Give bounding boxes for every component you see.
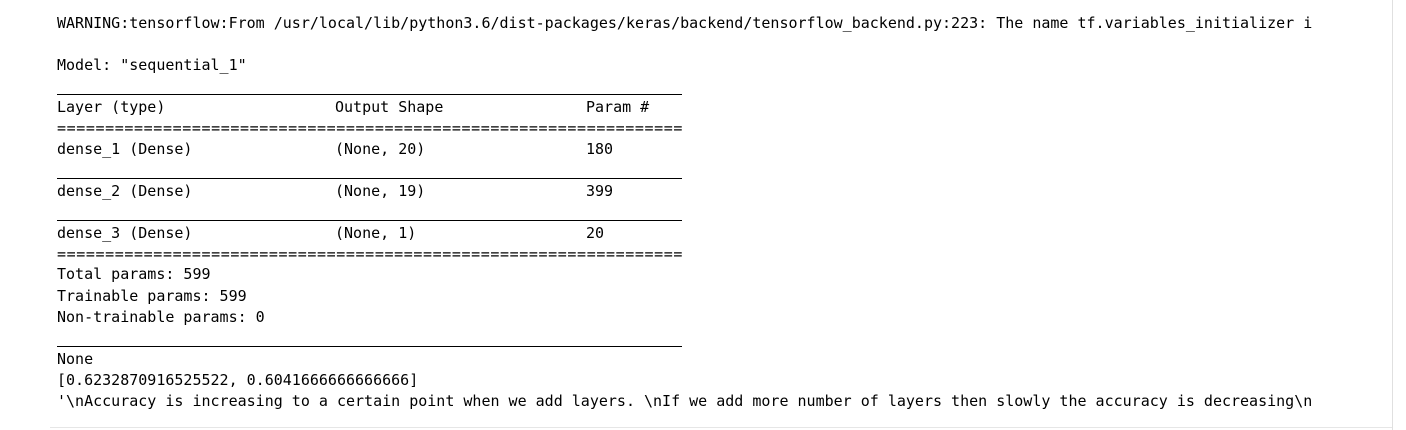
row-2-shape: (None, 19)	[335, 182, 426, 200]
row-1-params: 180	[586, 140, 614, 158]
row-3-params: 20	[586, 224, 605, 242]
row-2-layer: dense_2 (Dense)	[57, 182, 193, 200]
header-output-shape: Output Shape	[335, 98, 444, 116]
summary-top-rule	[57, 94, 682, 95]
right-gutter	[1393, 0, 1406, 430]
scores-output-line: [0.6232870916525522, 0.6041666666666666]	[57, 371, 419, 389]
row-1-rule	[57, 178, 682, 179]
output-bottom-border	[50, 427, 1392, 428]
trainable-params-line: Trainable params: 599	[57, 287, 247, 305]
row-3-shape: (None, 1)	[335, 224, 417, 242]
row-2-rule	[57, 220, 682, 221]
total-params-line: Total params: 599	[57, 265, 211, 283]
row-1-layer: dense_1 (Dense)	[57, 140, 193, 158]
output-right-border	[1392, 0, 1393, 430]
model-name-line: Model: "sequential_1"	[57, 56, 247, 74]
footer-equals-rule: ========================================…	[57, 245, 683, 263]
header-equals-rule: ========================================…	[57, 119, 683, 137]
header-layer-type: Layer (type)	[57, 98, 166, 116]
text-output-line: '\nAccuracy is increasing to a certain p…	[57, 392, 1313, 410]
non-trainable-params-line: Non-trainable params: 0	[57, 308, 265, 326]
summary-bottom-rule	[57, 346, 682, 347]
header-param-count: Param #	[586, 98, 650, 116]
row-3-layer: dense_3 (Dense)	[57, 224, 193, 242]
none-output-line: None	[57, 350, 94, 368]
row-2-params: 399	[586, 182, 614, 200]
tensorflow-warning-line: WARNING:tensorflow:From /usr/local/lib/p…	[57, 14, 1313, 32]
row-1-shape: (None, 20)	[335, 140, 426, 158]
